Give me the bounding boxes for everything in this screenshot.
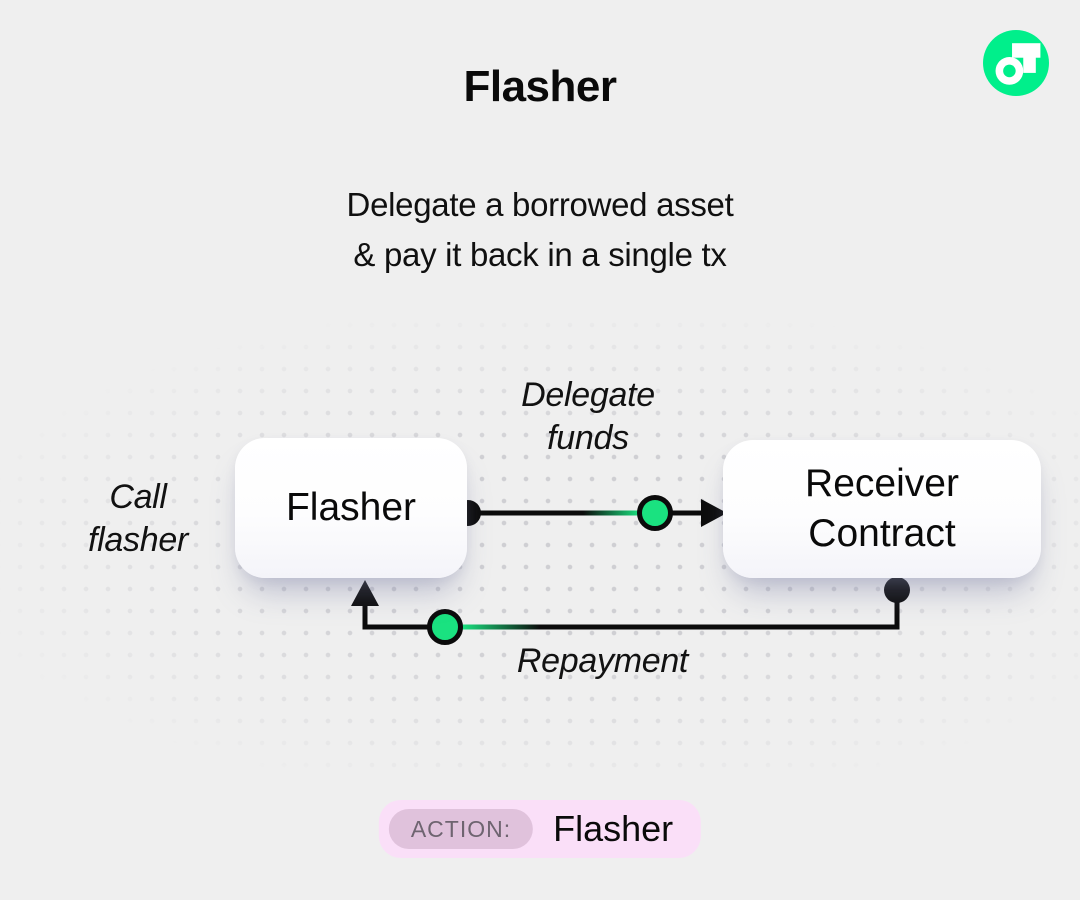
call-flasher-label-line-1: Call bbox=[109, 478, 167, 516]
action-badge-label: ACTION: bbox=[388, 809, 534, 849]
page-subtitle: Delegate a borrowed asset & pay it back … bbox=[0, 180, 1080, 280]
delegate-funds-label-line-2: funds bbox=[547, 419, 629, 457]
receiver-node-label: Receiver Contract bbox=[805, 459, 959, 559]
call-flasher-label: Call flasher bbox=[28, 476, 248, 562]
action-badge: ACTION: Flasher bbox=[378, 800, 702, 858]
flasher-node-label: Flasher bbox=[285, 486, 417, 529]
delegate-funds-label: Delegate funds bbox=[448, 374, 728, 460]
flow-logo-stem bbox=[1023, 56, 1036, 73]
flow-logo-ring-hole bbox=[1003, 64, 1016, 78]
flow-logo-bar bbox=[1012, 43, 1041, 58]
receiver-label-line-1: Receiver bbox=[805, 462, 959, 505]
subtitle-line-1: Delegate a borrowed asset bbox=[346, 186, 734, 223]
subtitle-line-2: & pay it back in a single tx bbox=[353, 236, 727, 273]
delegate-funds-label-line-1: Delegate bbox=[521, 376, 655, 414]
repayment-label: Repayment bbox=[516, 642, 689, 680]
action-badge-value: Flasher bbox=[553, 808, 674, 849]
call-flasher-label-line-2: flasher bbox=[88, 521, 188, 559]
page-title: Flasher bbox=[463, 62, 617, 111]
flow-logo-icon bbox=[983, 30, 1049, 96]
receiver-label-line-2: Contract bbox=[808, 512, 956, 555]
receiver-contract-node-box: Receiver Contract bbox=[723, 440, 1041, 578]
flasher-node-box: Flasher bbox=[235, 438, 467, 578]
